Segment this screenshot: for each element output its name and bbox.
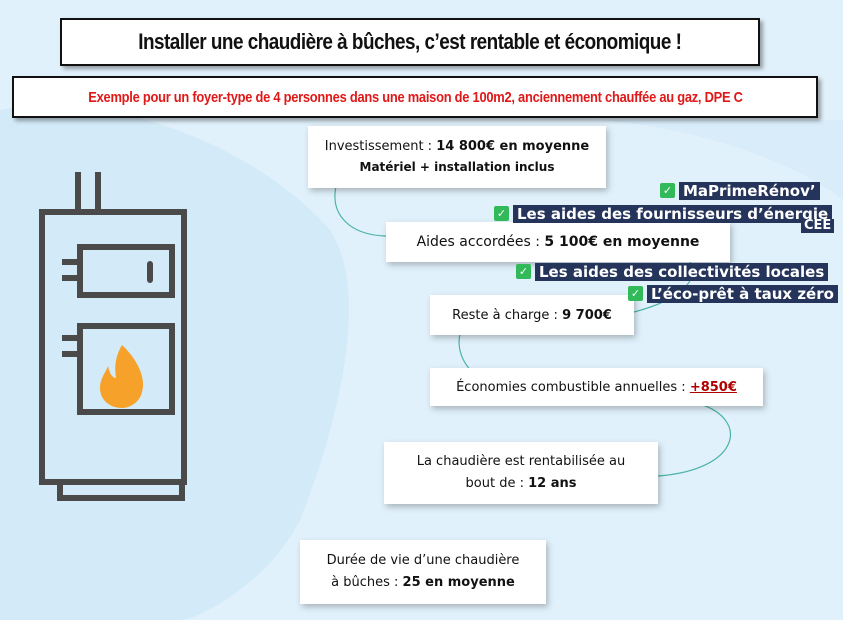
- lifetime-value: 25 en moyenne: [402, 575, 515, 590]
- savings-card: Économies combustible annuelles : +850€: [430, 368, 763, 406]
- lifetime-card: Durée de vie d’une chaudière à bûches : …: [300, 540, 546, 604]
- check-icon: ✓: [628, 286, 643, 301]
- aid-tag-label: L’éco-prêt à taux zéro: [647, 284, 838, 303]
- payback-card: La chaudière est rentabilisée au bout de…: [384, 442, 658, 504]
- connector-line: [657, 403, 731, 477]
- subtitle-box: Exemple pour un foyer-type de 4 personne…: [12, 76, 818, 118]
- lifetime-line1: Durée de vie d’une chaudière: [326, 553, 520, 568]
- investment-value: 14 800€ en moyenne: [436, 139, 590, 154]
- rest-card: Reste à charge : 9 700€: [430, 295, 634, 335]
- flame-icon: [100, 345, 144, 408]
- aid-tag-collectivites: ✓ Les aides des collectivités locales: [512, 262, 832, 281]
- payback-line1: La chaudière est rentabilisée au: [416, 454, 626, 469]
- payback-line2: bout de :: [465, 476, 529, 491]
- check-icon: ✓: [660, 183, 675, 198]
- savings-label: Économies combustible annuelles :: [456, 379, 690, 395]
- rest-value: 9 700€: [562, 307, 612, 323]
- investment-card: Investissement : 14 800€ en moyenne Maté…: [308, 126, 606, 188]
- aid-tag-label: Les aides des collectivités locales: [535, 262, 829, 281]
- rest-label: Reste à charge :: [452, 307, 563, 323]
- boiler-icon: [39, 172, 187, 501]
- investment-label: Investissement :: [324, 139, 437, 154]
- investment-note: Matériel + installation inclus: [359, 160, 555, 174]
- aid-tag-eco-pret: ✓ L’éco-prêt à taux zéro: [624, 284, 842, 303]
- payback-value: 12 ans: [528, 476, 577, 491]
- check-icon: ✓: [516, 264, 531, 279]
- check-icon: ✓: [494, 206, 509, 221]
- aid-value: 5 100€ en moyenne: [544, 234, 700, 250]
- aid-tag-label: Les aides des fournisseurs d’énergie: [513, 204, 833, 223]
- aid-tag-cee: CEE: [801, 219, 835, 233]
- aid-tag-maprimerenov: ✓ MaPrimeRénov’: [656, 181, 824, 200]
- page-subtitle: Exemple pour un foyer-type de 4 personne…: [87, 88, 743, 106]
- aid-label: Aides accordées :: [416, 234, 545, 250]
- title-box: Installer une chaudière à bûches, c’est …: [60, 18, 760, 66]
- connector-line: [334, 185, 387, 237]
- aid-tag-fournisseurs: ✓ Les aides des fournisseurs d’énergie: [490, 204, 836, 223]
- savings-value: +850€: [689, 379, 737, 395]
- lifetime-line2: à bûches :: [331, 575, 403, 590]
- aid-card: Aides accordées : 5 100€ en moyenne: [386, 222, 730, 262]
- aid-tag-label: MaPrimeRénov’: [679, 181, 820, 200]
- page-title: Installer une chaudière à bûches, c’est …: [138, 29, 682, 54]
